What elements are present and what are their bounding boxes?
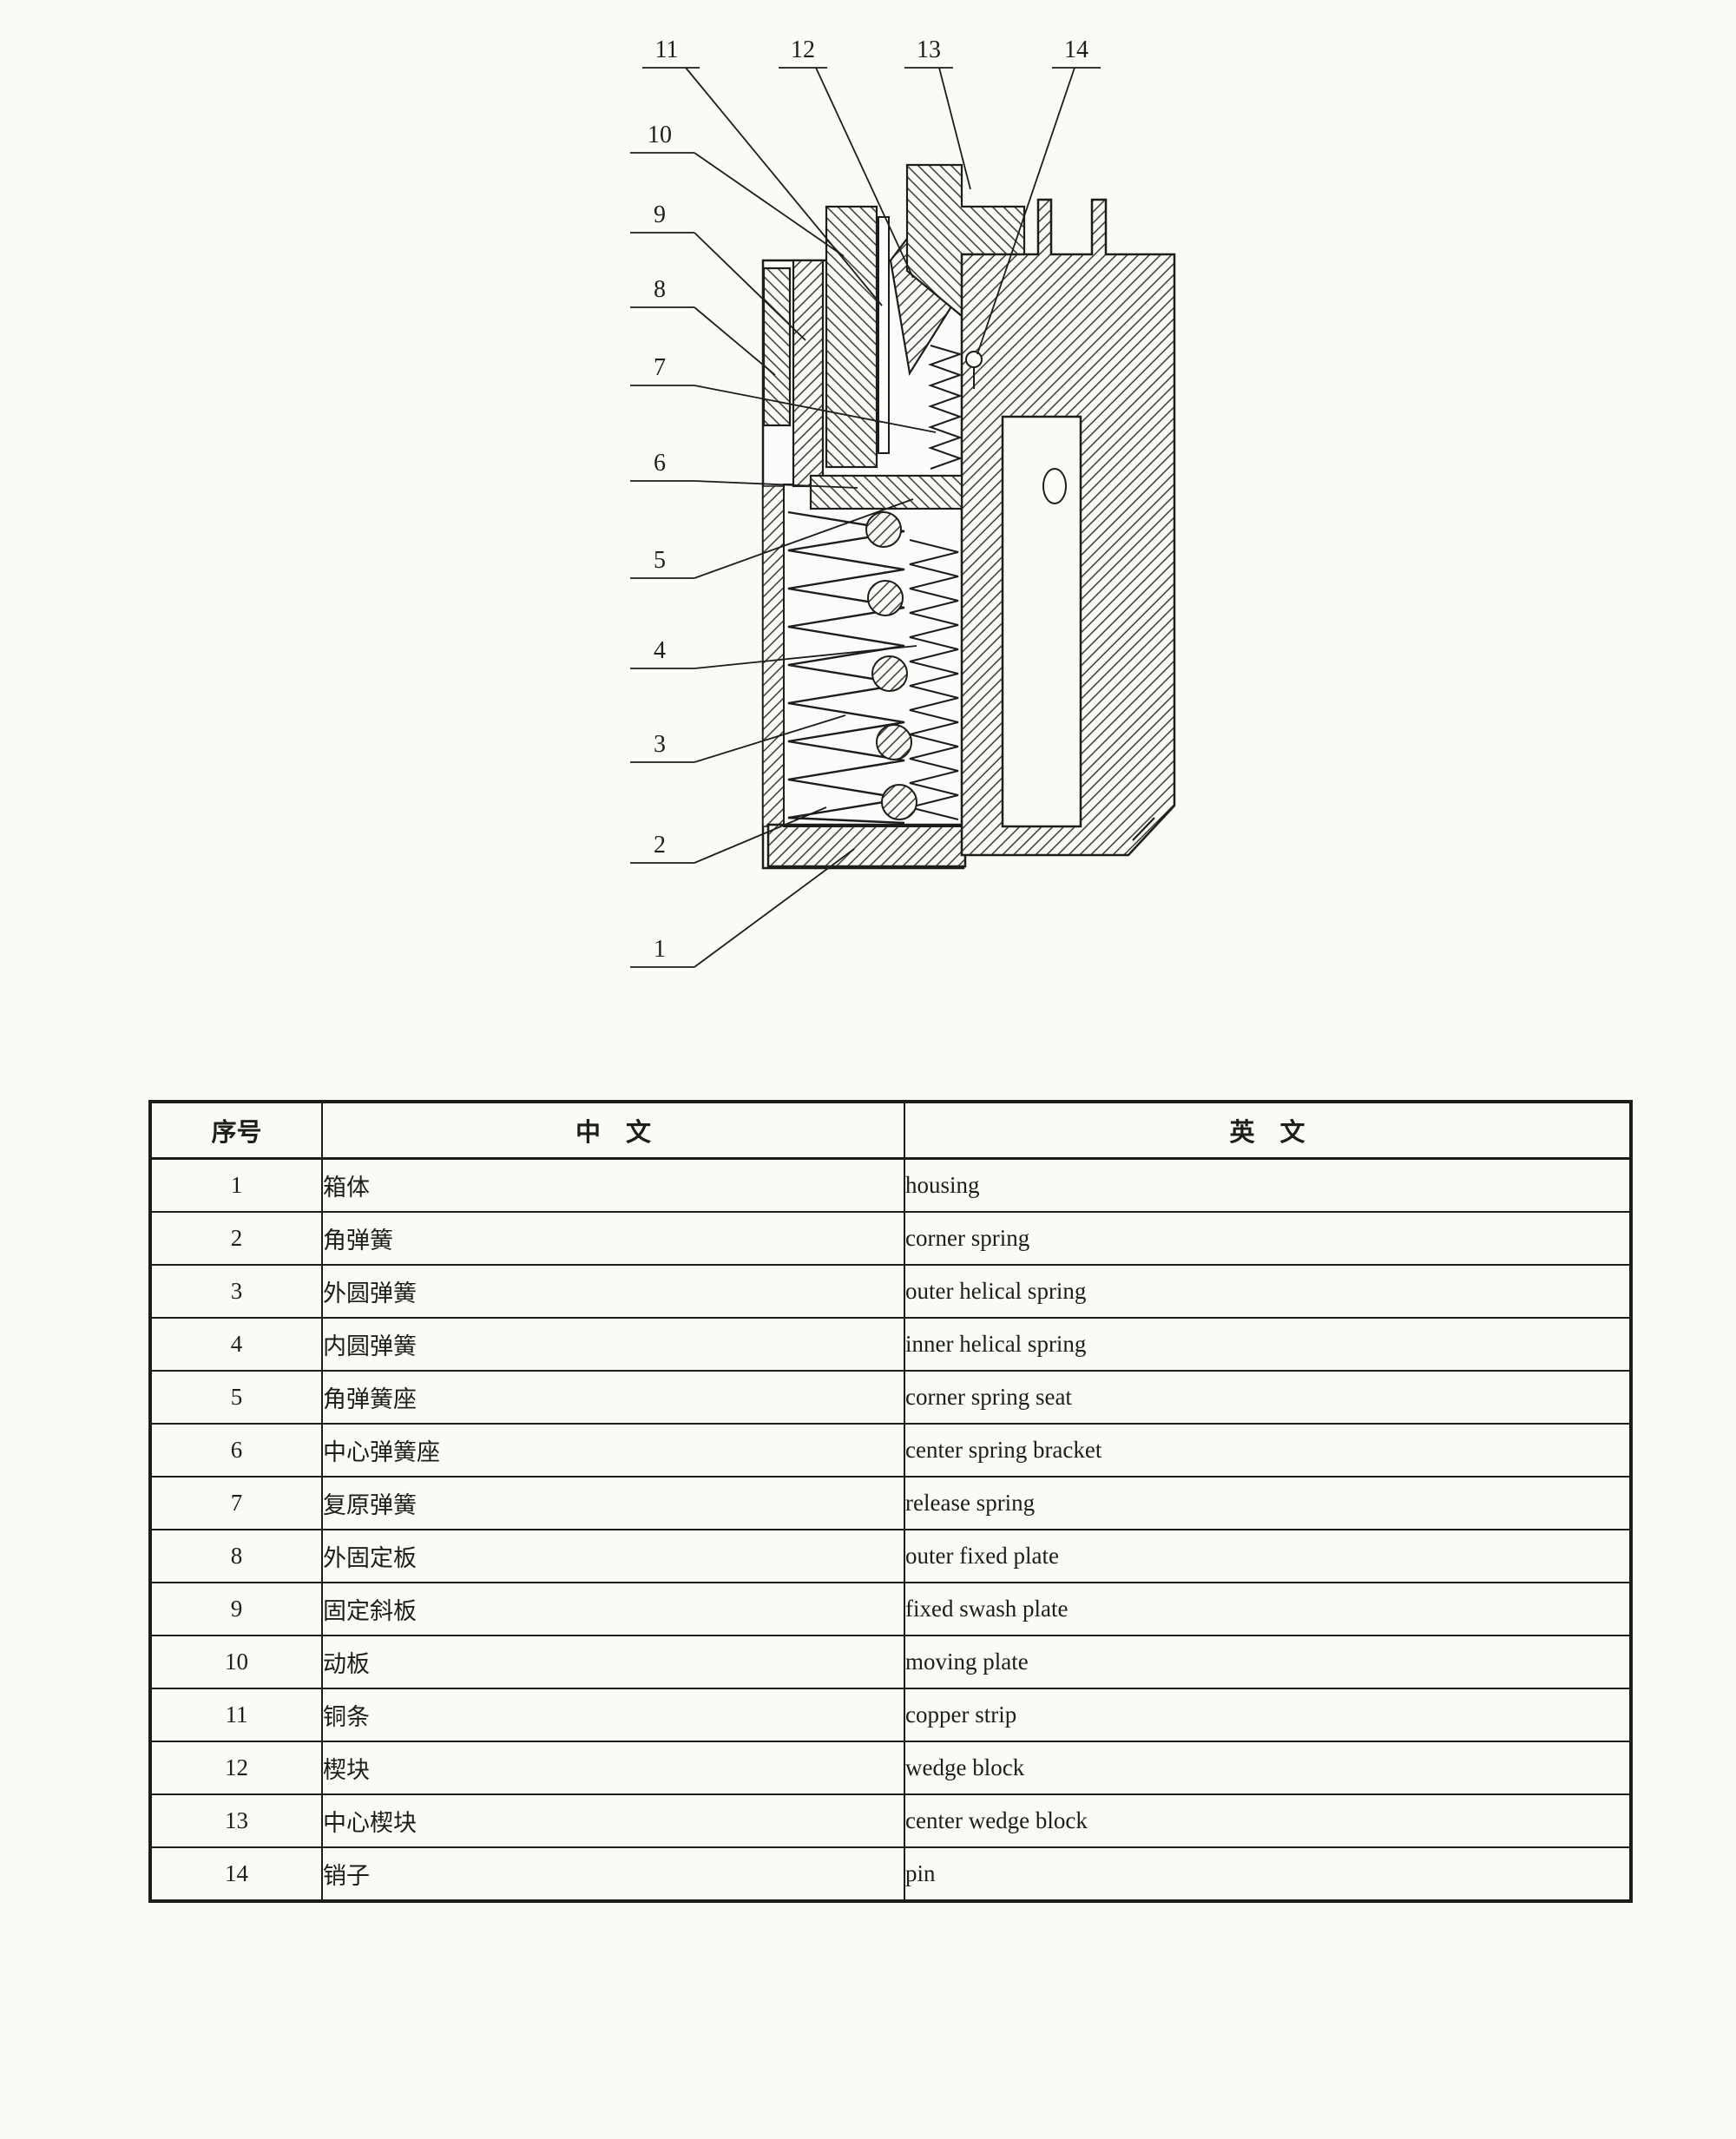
chinese-name-cell: 铜条	[321, 1688, 905, 1742]
row-number-cell: 4	[149, 1317, 323, 1372]
english-name-cell: center wedge block	[904, 1793, 1632, 1848]
fixed-swash-plate-shape	[792, 259, 825, 488]
table-row: 12 楔块 wedge block	[149, 1741, 1632, 1795]
release-spring-shape	[927, 345, 963, 470]
table-row: 6 中心弹簧座 center spring bracket	[149, 1423, 1632, 1478]
english-name-cell: pin	[904, 1846, 1632, 1902]
table-row: 3 外圆弹簧 outer helical spring	[149, 1264, 1632, 1319]
part-label-4: 4	[654, 637, 666, 664]
chinese-name-cell: 外固定板	[321, 1529, 905, 1583]
row-number-cell: 12	[149, 1741, 323, 1795]
table-row: 4 内圆弹簧 inner helical spring	[149, 1317, 1632, 1372]
row-number-cell: 14	[149, 1846, 323, 1902]
table-row: 11 铜条 copper strip	[149, 1688, 1632, 1742]
part-label-5: 5	[654, 547, 666, 574]
row-number-cell: 10	[149, 1635, 323, 1689]
table-row: 14 销子 pin	[149, 1846, 1632, 1902]
moving-plate-shape	[825, 205, 878, 469]
chinese-name-cell: 角弹簧	[321, 1211, 905, 1266]
pin-shape	[965, 351, 983, 389]
part-label-6: 6	[654, 450, 666, 477]
header-chinese: 中 文	[321, 1101, 905, 1160]
leader-lines	[630, 67, 1101, 968]
outer-helical-spring-shape	[787, 510, 905, 825]
row-number-cell: 5	[149, 1370, 323, 1425]
chinese-name-cell: 复原弹簧	[321, 1476, 905, 1530]
row-number-cell: 3	[149, 1264, 323, 1319]
row-number-cell: 13	[149, 1793, 323, 1848]
mechanism-cross-section-diagram: 11 12 13 14 10 9 8 7 6 5 4 3 2 1	[630, 36, 1176, 968]
part-label-1: 1	[654, 936, 666, 963]
copper-strip-shape	[878, 216, 890, 454]
english-name-cell: outer helical spring	[904, 1264, 1632, 1319]
housing-hole	[1042, 468, 1067, 504]
part-label-13: 13	[917, 36, 941, 63]
table-row: 2 角弹簧 corner spring	[149, 1211, 1632, 1266]
chinese-name-cell: 内圆弹簧	[321, 1317, 905, 1372]
chinese-name-cell: 外圆弹簧	[321, 1264, 905, 1319]
header-number: 序号	[149, 1101, 323, 1160]
table-row: 5 角弹簧座 corner spring seat	[149, 1370, 1632, 1425]
row-number-cell: 6	[149, 1423, 323, 1478]
table-header-row: 序号 中 文 英 文	[149, 1101, 1632, 1160]
housing-shape	[960, 198, 1176, 857]
table-row: 8 外固定板 outer fixed plate	[149, 1529, 1632, 1583]
outer-fixed-plate-shape	[762, 267, 792, 427]
english-name-cell: release spring	[904, 1476, 1632, 1530]
row-number-cell: 9	[149, 1582, 323, 1636]
part-label-9: 9	[654, 201, 666, 228]
chinese-name-cell: 中心弹簧座	[321, 1423, 905, 1478]
chinese-name-cell: 中心楔块	[321, 1793, 905, 1848]
spring-seat-bar-shape	[809, 474, 963, 510]
table-row: 7 复原弹簧 release spring	[149, 1476, 1632, 1530]
english-name-cell: corner spring	[904, 1211, 1632, 1266]
english-name-cell: corner spring seat	[904, 1370, 1632, 1425]
english-name-cell: wedge block	[904, 1741, 1632, 1795]
part-label-10: 10	[648, 122, 672, 148]
row-number-cell: 11	[149, 1688, 323, 1742]
header-english: 英 文	[904, 1101, 1632, 1160]
part-label-11: 11	[655, 36, 679, 63]
english-name-cell: copper strip	[904, 1688, 1632, 1742]
row-number-cell: 8	[149, 1529, 323, 1583]
english-name-cell: fixed swash plate	[904, 1582, 1632, 1636]
row-number-cell: 2	[149, 1211, 323, 1266]
part-label-14: 14	[1064, 36, 1088, 63]
row-number-cell: 1	[149, 1157, 323, 1213]
table-row: 10 动板 moving plate	[149, 1635, 1632, 1689]
parts-table: 序号 中 文 英 文 1 箱体 housing 2 角弹簧 corner spr…	[148, 1100, 1633, 1903]
part-label-8: 8	[654, 276, 666, 303]
english-name-cell: housing	[904, 1157, 1632, 1213]
inner-helical-spring-shape	[909, 539, 959, 820]
english-name-cell: outer fixed plate	[904, 1529, 1632, 1583]
english-name-cell: center spring bracket	[904, 1423, 1632, 1478]
chinese-name-cell: 动板	[321, 1635, 905, 1689]
english-name-cell: moving plate	[904, 1635, 1632, 1689]
chinese-name-cell: 固定斜板	[321, 1582, 905, 1636]
part-label-7: 7	[654, 354, 666, 381]
part-label-2: 2	[654, 832, 666, 859]
part-label-3: 3	[654, 731, 666, 758]
row-number-cell: 7	[149, 1476, 323, 1530]
table-row: 13 中心楔块 center wedge block	[149, 1793, 1632, 1848]
chinese-name-cell: 箱体	[321, 1157, 905, 1213]
chinese-name-cell: 销子	[321, 1846, 905, 1902]
table-row: 1 箱体 housing	[149, 1157, 1632, 1213]
chinese-name-cell: 角弹簧座	[321, 1370, 905, 1425]
chinese-name-cell: 楔块	[321, 1741, 905, 1795]
part-label-12: 12	[791, 36, 815, 63]
english-name-cell: inner helical spring	[904, 1317, 1632, 1372]
corner-spring-shape	[865, 511, 917, 820]
table-row: 9 固定斜板 fixed swash plate	[149, 1582, 1632, 1636]
